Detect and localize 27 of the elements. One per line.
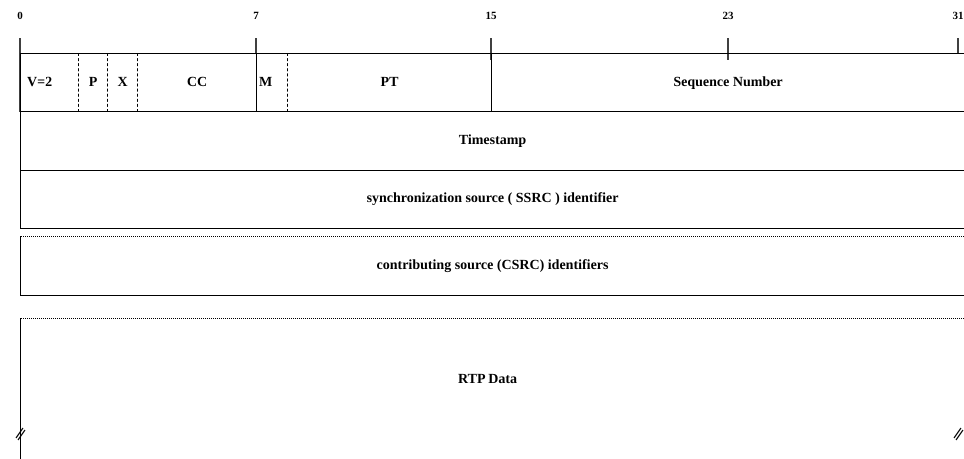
field-label: Timestamp xyxy=(458,132,526,148)
bit-number: 0 xyxy=(17,10,23,22)
header-field xyxy=(137,53,256,112)
field-label: CC xyxy=(186,74,208,90)
header-field xyxy=(78,53,107,112)
header-field xyxy=(20,53,78,112)
field-label: P xyxy=(88,74,98,90)
bit-number: 7 xyxy=(253,10,259,22)
header-field xyxy=(256,53,287,112)
field-label: PT xyxy=(380,74,398,90)
header-field xyxy=(20,111,964,171)
field-label: RTP Data xyxy=(458,372,517,388)
field-label: V=2 xyxy=(27,74,52,90)
bit-number: 23 xyxy=(722,10,734,22)
field-label: Sequence Number xyxy=(673,74,783,90)
field-label: M xyxy=(259,74,272,90)
header-field xyxy=(107,53,137,112)
header-field xyxy=(20,170,964,229)
header-field xyxy=(20,236,964,296)
field-label: synchronization source ( SSRC ) identifier xyxy=(366,191,618,207)
header-field xyxy=(20,318,964,459)
field-label: X xyxy=(117,74,128,90)
header-field xyxy=(491,53,964,112)
header-field xyxy=(287,53,491,112)
bit-number: 15 xyxy=(486,10,496,22)
field-label: contributing source (CSRC) identifiers xyxy=(376,258,608,274)
bit-number: 31 xyxy=(952,10,964,22)
